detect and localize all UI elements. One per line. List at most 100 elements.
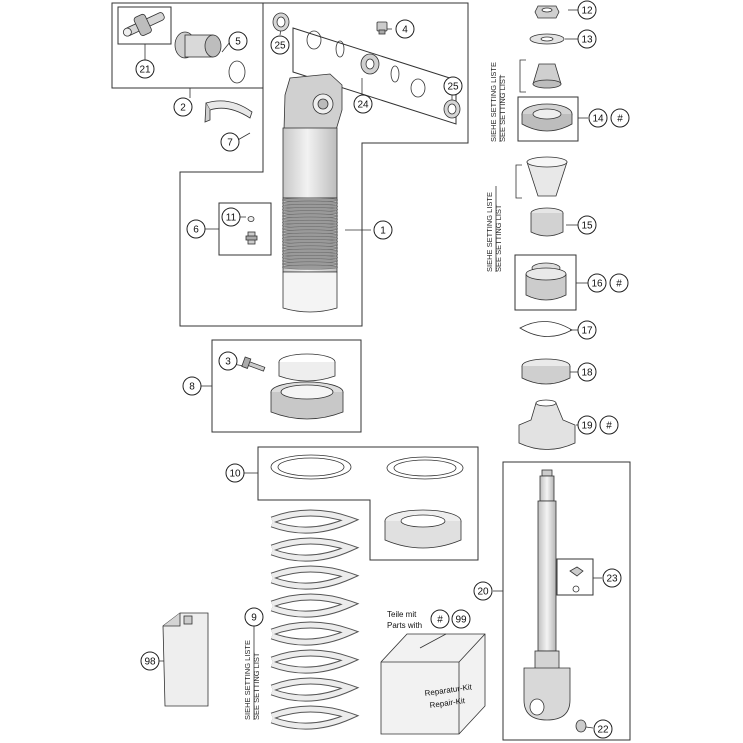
callout-9-label: 9 <box>251 613 257 624</box>
callout-23-label: 23 <box>606 574 618 585</box>
spring-coil-highlight <box>271 510 357 533</box>
setting-list-en-spring: SEE SETTING LIST <box>252 652 261 720</box>
callout-2: 2 <box>173 97 193 117</box>
callout-11: 11 <box>221 207 241 227</box>
bushing-set <box>272 12 461 119</box>
hash-14-label: # <box>617 114 623 125</box>
callout-7: 7 <box>220 132 240 152</box>
legend-line-1: Teile mit <box>387 610 417 619</box>
callout-22: 22 <box>593 719 613 739</box>
hash-16: # <box>609 273 629 293</box>
callout-16: 16 <box>587 273 607 293</box>
spring-coil-highlight <box>271 706 357 729</box>
callout-21: 21 <box>135 59 155 79</box>
group-box-20 <box>502 461 631 741</box>
spring-rings <box>270 454 464 549</box>
callout-18-label: 18 <box>581 368 593 379</box>
group-box-24 <box>292 27 457 125</box>
setting-list-de-upper: SIEHE SETTING LISTE <box>489 62 498 142</box>
spring-coil-highlight <box>271 566 357 589</box>
callout-20-label: 20 <box>477 587 489 598</box>
callout-1-label: 1 <box>380 226 386 237</box>
callout-25-top: 25 <box>270 35 290 55</box>
spring-coil-highlight <box>271 650 357 673</box>
callout-14: 14 <box>588 108 608 128</box>
setting-list-de-lower: SIEHE SETTING LISTE <box>485 192 494 272</box>
callout-24: 24 <box>353 94 373 114</box>
callout-5: 5 <box>228 31 248 51</box>
callout-1: 1 <box>373 220 393 240</box>
oil-can <box>162 612 209 707</box>
callout-15-label: 15 <box>581 221 593 232</box>
right-stack <box>518 5 576 450</box>
callout-9: 9 <box>244 607 264 627</box>
main-spring <box>270 509 360 730</box>
callout-16-label: 16 <box>591 279 603 290</box>
callout-23: 23 <box>602 568 622 588</box>
callout-22-label: 22 <box>597 725 609 736</box>
spring-coil-highlight <box>271 538 357 561</box>
setting-list-en-upper: SEE SETTING LIST <box>498 74 507 142</box>
callout-99: 99 <box>451 609 471 629</box>
hash-legend: # <box>430 609 450 629</box>
callout-25-top-label: 25 <box>274 41 286 52</box>
callout-15: 15 <box>577 215 597 235</box>
spring-adjuster-assembly <box>241 353 344 420</box>
callout-2-label: 2 <box>180 103 186 114</box>
callout-25-right: 25 <box>443 76 463 96</box>
callout-98-label: 98 <box>144 657 156 668</box>
part-4 <box>376 21 388 35</box>
shock-body <box>281 73 343 313</box>
callout-99-label: 99 <box>455 615 467 626</box>
callout-17: 17 <box>577 320 597 340</box>
callout-24-label: 24 <box>357 100 369 111</box>
callout-3: 3 <box>218 351 238 371</box>
callout-12: 12 <box>577 0 597 20</box>
callout-14-label: 14 <box>592 114 604 125</box>
callout-18: 18 <box>577 362 597 382</box>
spring-coil-highlight <box>271 622 357 645</box>
setting-list-de-spring: SIEHE SETTING LISTE <box>243 640 252 720</box>
group-box-23 <box>556 558 594 596</box>
callout-10-label: 10 <box>229 469 241 480</box>
callout-8-label: 8 <box>189 382 195 393</box>
callout-7-label: 7 <box>227 138 233 149</box>
hash-16-label: # <box>616 279 622 290</box>
group-box-adjuster-2 <box>111 2 264 89</box>
hash-legend-label: # <box>437 615 443 626</box>
body-coil <box>281 264 339 270</box>
callout-19: 19 <box>577 415 597 435</box>
callout-98: 98 <box>140 651 160 671</box>
spring-coil-highlight <box>271 594 357 617</box>
spring-coil-highlight <box>271 678 357 701</box>
callout-5-label: 5 <box>235 37 241 48</box>
group-box-16 <box>514 254 577 311</box>
damper-rod <box>523 469 587 733</box>
callout-17-label: 17 <box>581 326 593 337</box>
callout-19-label: 19 <box>581 421 593 432</box>
group-box-14 <box>517 96 579 142</box>
hash-19-label: # <box>606 421 612 432</box>
adjuster-assembly <box>122 12 246 84</box>
callout-4: 4 <box>395 19 415 39</box>
callout-4-label: 4 <box>402 25 408 36</box>
callout-12-label: 12 <box>581 6 593 17</box>
callout-8: 8 <box>182 376 202 396</box>
setting-list-en-lower: SEE SETTING LIST <box>494 204 503 272</box>
callout-10: 10 <box>225 463 245 483</box>
part-6-valve <box>245 216 258 245</box>
callout-13-label: 13 <box>581 35 593 46</box>
callout-3-label: 3 <box>225 357 231 368</box>
part-7 <box>204 100 253 123</box>
callout-25-right-label: 25 <box>447 82 459 93</box>
group-box-shock-body <box>179 2 469 327</box>
callout-20: 20 <box>473 581 493 601</box>
callout-6-label: 6 <box>193 225 199 236</box>
group-box-21 <box>117 6 172 45</box>
callout-11-label: 11 <box>226 213 237 224</box>
callout-6: 6 <box>186 219 206 239</box>
group-box-10 <box>257 446 479 561</box>
repair-kit-box: Reparatur-Kit Repair-Kit <box>380 633 486 735</box>
callout-21-label: 21 <box>139 65 151 76</box>
